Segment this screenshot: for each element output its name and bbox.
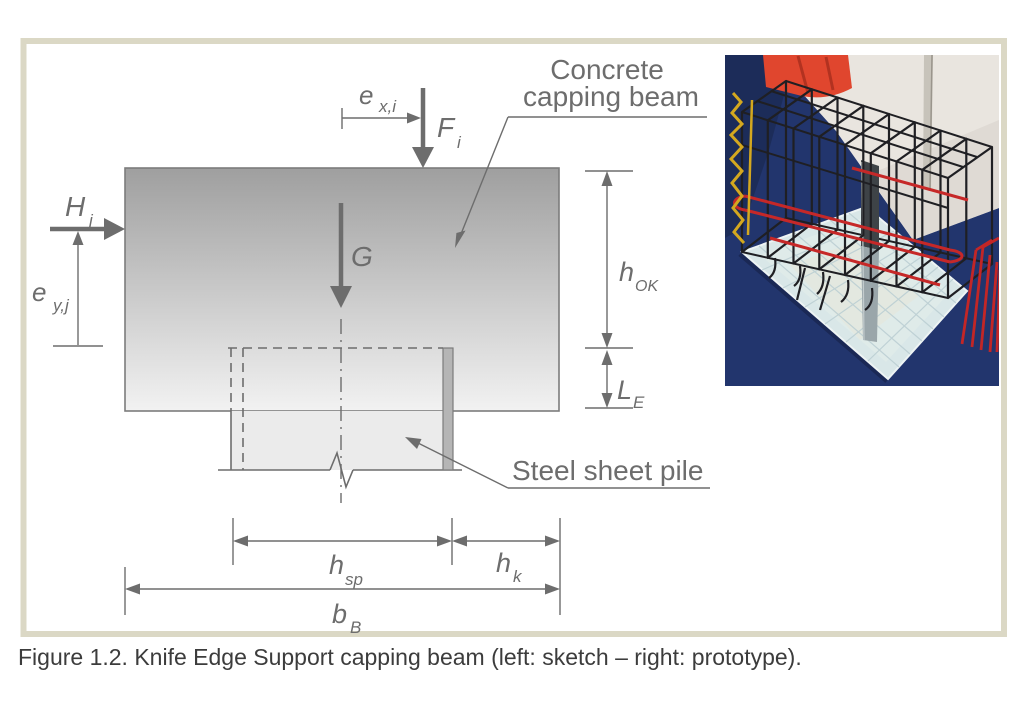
label-exi: e: [359, 80, 373, 110]
sheet-pile-zone: [231, 411, 443, 470]
label-le: L: [617, 375, 632, 405]
dim-exi: [341, 108, 421, 129]
label-concrete-line2: capping beam: [523, 81, 699, 112]
dim-hsp: [232, 518, 453, 565]
dim-le: [585, 350, 633, 409]
prototype-photo: [725, 55, 999, 386]
leader-steel: [405, 437, 710, 489]
photo-rebar-front: [741, 100, 964, 299]
dim-hk: [452, 535, 560, 547]
label-hj-sub: j: [87, 211, 94, 230]
label-eyj: e: [32, 277, 46, 307]
label-bb-sub: B: [350, 618, 361, 637]
dim-eyj: [53, 231, 103, 347]
label-hsp: h: [329, 550, 344, 580]
label-hk-sub: k: [513, 567, 523, 586]
capping-beam-sketch: e x,i F i H j e y,j G h OK L E h sp h k …: [32, 54, 710, 637]
photo-rebar-stirrups: [740, 79, 994, 300]
label-hok-sub: OK: [635, 278, 659, 295]
label-concrete-line1: Concrete: [550, 54, 664, 85]
force-G-arrow: [330, 203, 352, 308]
label-fi: F: [437, 112, 456, 143]
steel-sheet-pile-bar: [442, 347, 454, 471]
label-fi-sub: i: [457, 133, 462, 152]
force-Fi-arrow: [412, 88, 434, 168]
label-g: G: [351, 241, 373, 272]
label-exi-sub: x,i: [378, 97, 397, 116]
photo-rebar-yellow: [728, 92, 754, 245]
photo-rebar-hooks: [768, 257, 874, 311]
dim-bb: [124, 518, 561, 615]
label-hk: h: [496, 548, 511, 578]
label-hok: h: [619, 257, 634, 287]
dim-hok: [585, 170, 633, 349]
label-eyj-sub: y,j: [52, 296, 70, 315]
label-hsp-sub: sp: [345, 570, 363, 589]
leader-concrete: [455, 116, 707, 248]
photo-pole-edge: [929, 55, 933, 190]
label-bb: b: [332, 599, 347, 629]
label-hj: H: [65, 191, 86, 222]
photo-red-bundle: [960, 236, 999, 353]
label-steel-sheet-pile: Steel sheet pile: [512, 455, 703, 486]
label-le-sub: E: [633, 393, 645, 412]
figure-caption: Figure 1.2. Knife Edge Support capping b…: [18, 644, 802, 670]
embedment-dashed-outline: [228, 347, 443, 470]
force-Hj-arrow: [50, 218, 125, 240]
